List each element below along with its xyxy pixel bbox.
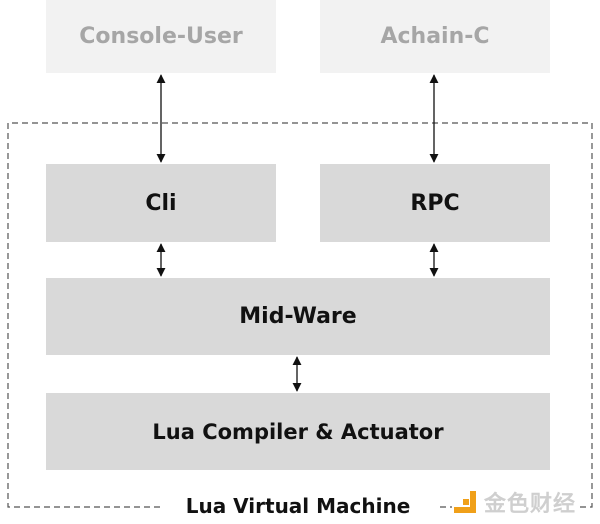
mid-ware-box: Mid-Ware: [46, 278, 550, 355]
gold-logo-icon: [454, 491, 476, 513]
achain-c-box: Achain-C: [320, 0, 550, 73]
console-user-label: Console-User: [79, 24, 243, 49]
vm-container-label: Lua Virtual Machine: [160, 492, 436, 520]
lua-compiler-box: Lua Compiler & Actuator: [46, 393, 550, 470]
watermark: 金色财经: [452, 488, 577, 517]
console-user-box: Console-User: [46, 0, 276, 73]
lua-compiler-label: Lua Compiler & Actuator: [152, 419, 444, 444]
cli-box: Cli: [46, 164, 276, 242]
watermark-text: 金色财经: [484, 492, 577, 517]
achain-c-label: Achain-C: [380, 24, 490, 49]
rpc-label: RPC: [410, 190, 460, 216]
mid-ware-label: Mid-Ware: [239, 304, 357, 329]
cli-label: Cli: [145, 190, 177, 216]
rpc-box: RPC: [320, 164, 550, 242]
